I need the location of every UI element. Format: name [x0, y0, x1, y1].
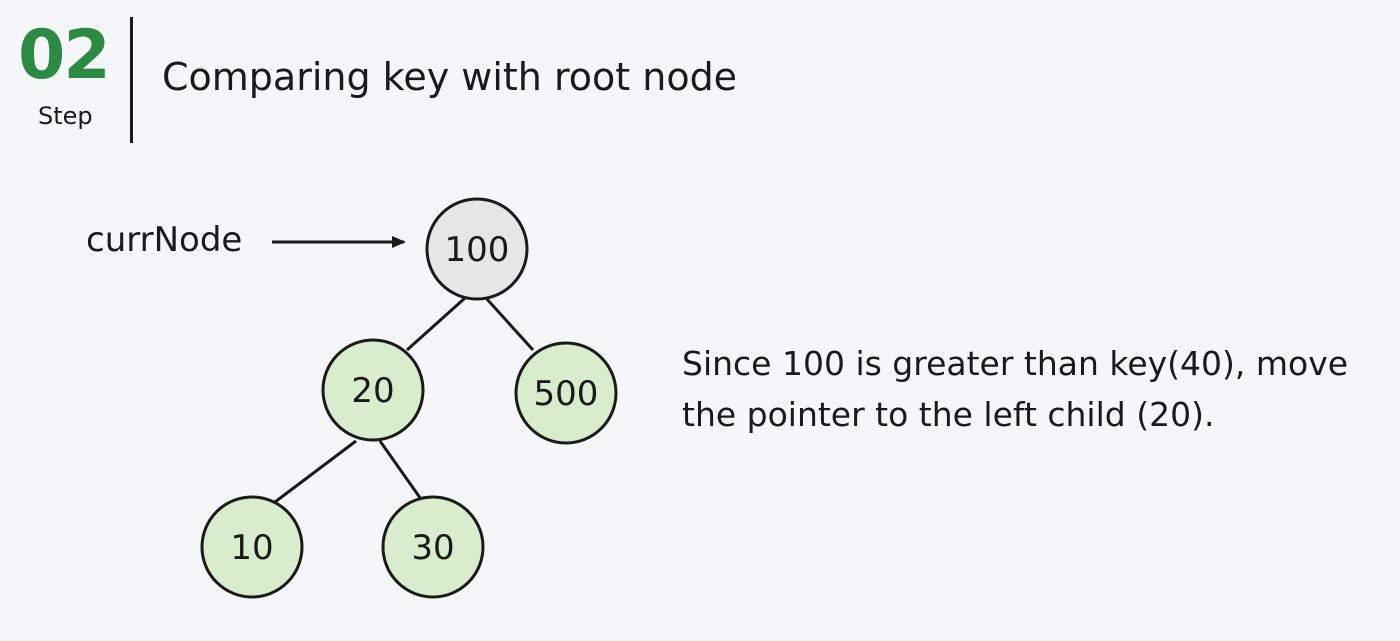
node-value: 20	[351, 371, 394, 411]
curr-node-label: currNode	[86, 220, 242, 260]
edge-20-30	[378, 440, 425, 503]
node-value: 500	[534, 374, 599, 414]
tree-node-100: 100	[425, 197, 529, 301]
tree-node-500: 500	[514, 341, 618, 445]
node-circle	[321, 338, 425, 442]
step-number: 02	[18, 16, 111, 95]
tree-node-20: 20	[321, 338, 425, 442]
node-circle-current	[425, 197, 529, 301]
edge-100-500	[484, 296, 535, 352]
step-title: Comparing key with root node	[162, 55, 738, 99]
header-divider	[130, 17, 133, 143]
node-circle	[514, 341, 618, 445]
node-circle	[381, 495, 485, 599]
edge-20-10	[274, 439, 357, 504]
node-circle	[200, 495, 304, 599]
tree-node-10: 10	[200, 495, 304, 599]
node-value: 30	[411, 528, 454, 568]
node-value: 100	[445, 230, 510, 270]
edge-100-20	[405, 296, 467, 352]
node-value: 10	[230, 528, 273, 568]
step-label: Step	[38, 102, 93, 130]
explanation-text: Since 100 is greater than key(40), move …	[682, 344, 1349, 434]
tree-node-30: 30	[381, 495, 485, 599]
